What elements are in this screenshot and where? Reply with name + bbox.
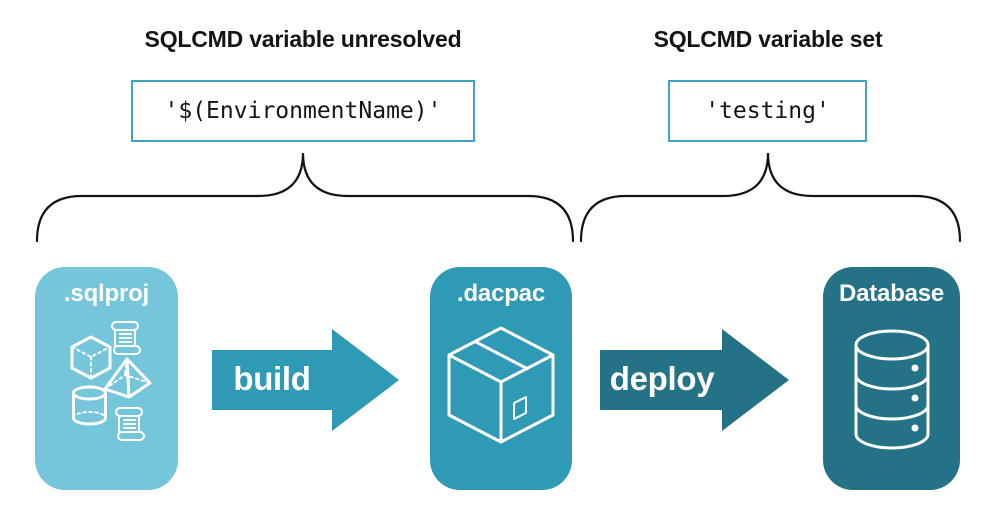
script-scroll-icon — [112, 322, 140, 354]
unresolved-variable-code-box: '$(EnvironmentName)' — [131, 80, 475, 142]
cylinder-icon — [74, 387, 106, 424]
package-box-icon — [444, 323, 558, 459]
right-brace — [579, 152, 962, 243]
right-annotation-title: SQLCMD variable set — [653, 26, 883, 52]
unresolved-variable-code-text: '$(EnvironmentName)' — [164, 98, 442, 124]
left-annotation-title: SQLCMD variable unresolved — [144, 26, 462, 52]
cube-icon — [72, 337, 110, 378]
set-variable-code-box: 'testing' — [668, 80, 867, 142]
build-arrow-label: build — [233, 360, 311, 397]
node-database: Database — [823, 267, 960, 490]
deploy-arrow-label: deploy — [609, 360, 715, 397]
node-dacpac-label: .dacpac — [457, 280, 545, 307]
pyramid-icon — [105, 359, 150, 397]
node-dacpac: .dacpac — [430, 267, 572, 490]
database-cylinder-icon — [853, 329, 931, 454]
node-sqlproj: .sqlproj — [35, 267, 178, 490]
script-scroll-icon — [116, 408, 144, 440]
set-variable-code-text: 'testing' — [705, 98, 830, 124]
node-sqlproj-label: .sqlproj — [63, 280, 150, 307]
sql-objects-icon — [41, 317, 172, 452]
left-brace — [35, 152, 575, 243]
node-database-label: Database — [838, 280, 945, 307]
